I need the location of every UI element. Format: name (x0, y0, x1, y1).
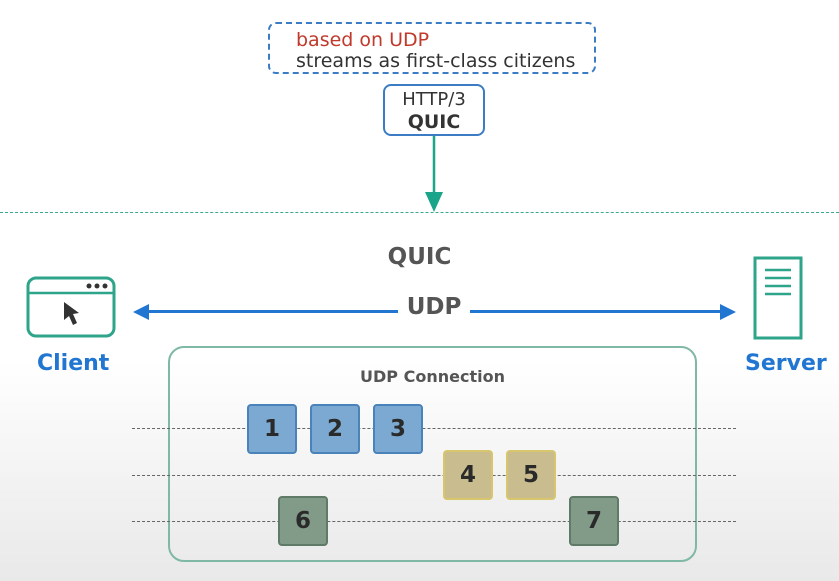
udp-link-label: UDP (398, 294, 470, 320)
packet-3: 3 (373, 404, 423, 454)
protocol-box: HTTP/3 QUIC (383, 84, 485, 136)
packet-1: 1 (247, 404, 297, 454)
packet-6: 6 (278, 496, 328, 546)
annotation-box (268, 22, 596, 74)
client-label: Client (37, 351, 110, 376)
packet-4: 4 (443, 450, 493, 500)
arrow-right-icon (720, 304, 736, 320)
protocol-http3-label: HTTP/3 (402, 89, 466, 110)
layer-divider (0, 212, 839, 213)
arrow-down-icon (425, 136, 443, 212)
packet-7: 7 (569, 496, 619, 546)
server-icon (753, 256, 803, 340)
annotation-streams-note: streams as first-class citizens (296, 50, 576, 72)
packet-5: 5 (506, 450, 556, 500)
stream-lane-2 (132, 475, 736, 476)
stream-lane-3 (132, 521, 736, 522)
server-label: Server (745, 351, 827, 376)
annotation-udp-note: based on UDP (296, 29, 430, 51)
protocol-quic-label: QUIC (407, 111, 461, 133)
stream-lane-1 (132, 428, 736, 429)
udp-connection-label: UDP Connection (360, 367, 505, 386)
udp-connection-box (168, 346, 697, 562)
packet-2: 2 (310, 404, 360, 454)
arrow-left-icon (133, 304, 149, 320)
diagram-title: QUIC (387, 244, 452, 270)
browser-window-cursor-icon (26, 276, 116, 338)
